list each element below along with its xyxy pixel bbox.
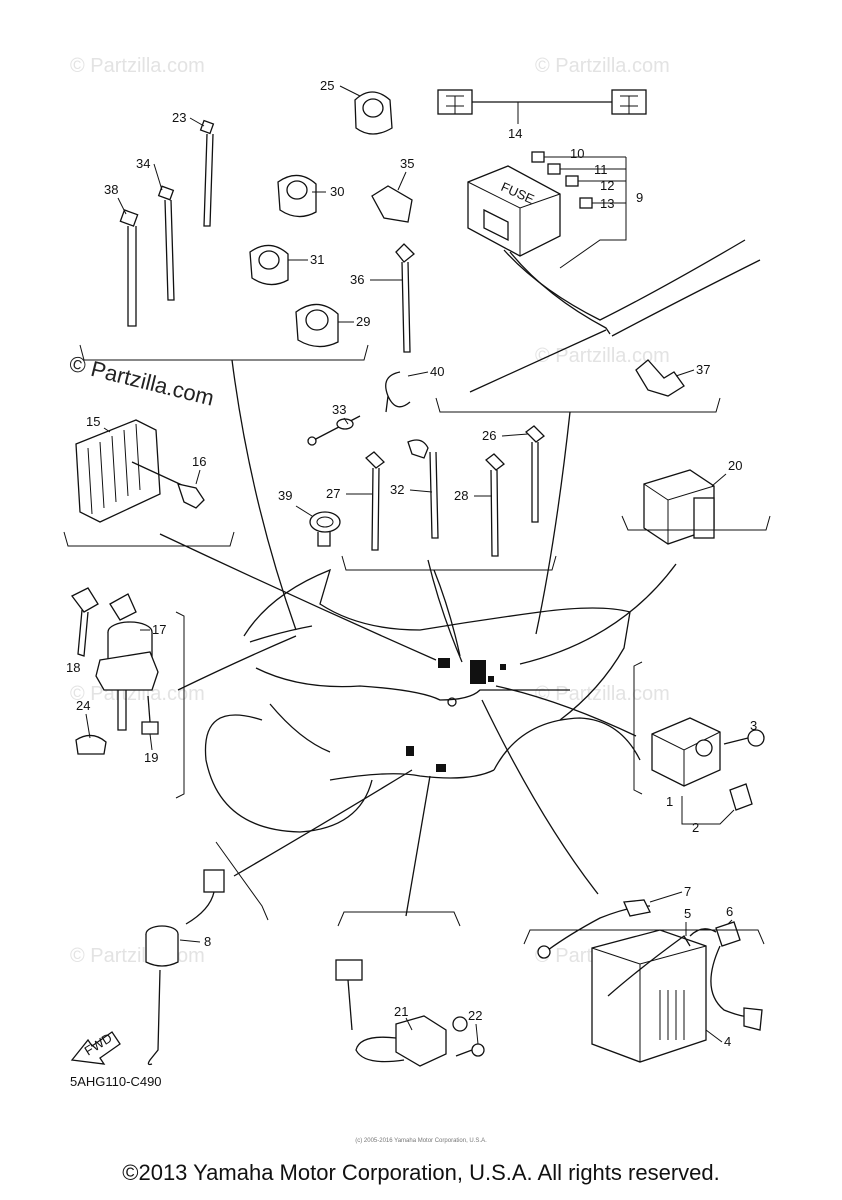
- cable-tie-23[interactable]: [199, 119, 215, 227]
- callout-26: 26: [482, 428, 496, 443]
- callout-33: 33: [332, 402, 346, 417]
- battery-lead-6[interactable]: [689, 921, 763, 1031]
- bolt-3[interactable]: [723, 729, 765, 747]
- callout-16: 16: [192, 454, 206, 469]
- fwd-arrow: FWD: [70, 1030, 121, 1065]
- callout-11: 11: [594, 162, 608, 177]
- clip-24[interactable]: [75, 734, 107, 755]
- copyright-notice: ©2013 Yamaha Motor Corporation, U.S.A. A…: [122, 1160, 720, 1185]
- fuse-box[interactable]: FUSE: [467, 165, 561, 257]
- callout-10: 10: [570, 146, 584, 161]
- callout-38: 38: [104, 182, 118, 197]
- key-18[interactable]: [71, 587, 99, 657]
- callout-13: 13: [600, 196, 614, 211]
- callout-37: 37: [696, 362, 710, 377]
- bolt-16[interactable]: [131, 461, 205, 509]
- callout-25: 25: [320, 78, 334, 93]
- starter-relay-21[interactable]: [355, 1015, 468, 1067]
- cap-2[interactable]: [729, 783, 753, 811]
- wire-clip-40[interactable]: [385, 371, 411, 413]
- watermark-group: © Partzilla.com © Partzilla.com © Partzi…: [67, 55, 670, 967]
- battery-lead-7[interactable]: [537, 899, 651, 959]
- cable-tie-38[interactable]: [119, 209, 139, 327]
- watermark: © Partzilla.com: [535, 345, 670, 367]
- clamp-31[interactable]: [249, 244, 289, 286]
- callout-22: 22: [468, 1008, 482, 1023]
- battery-4[interactable]: [591, 929, 707, 1063]
- callout-20: 20: [728, 458, 742, 473]
- callout-23: 23: [172, 110, 186, 125]
- callout-14: 14: [508, 126, 522, 141]
- cable-tie-34[interactable]: [157, 185, 175, 301]
- clip-37[interactable]: [635, 359, 685, 397]
- callout-28: 28: [454, 488, 468, 503]
- callout-9: 9: [636, 190, 643, 205]
- bolt-19[interactable]: [141, 695, 159, 735]
- callout-27: 27: [326, 486, 340, 501]
- callout-17: 17: [152, 622, 166, 637]
- callout-31: 31: [310, 252, 324, 267]
- callout-2: 2: [692, 820, 699, 835]
- callout-21: 21: [394, 1004, 408, 1019]
- watermark: © Partzilla.com: [535, 683, 670, 705]
- callout-1: 1: [666, 794, 673, 809]
- callout-29: 29: [356, 314, 370, 329]
- watermark: © Partzilla.com: [70, 55, 205, 77]
- callout-18: 18: [66, 660, 80, 675]
- connector-right[interactable]: [611, 89, 647, 115]
- callout-3: 3: [750, 718, 757, 733]
- callout-35: 35: [400, 156, 414, 171]
- wire-harness: [503, 239, 746, 321]
- relay-20[interactable]: [643, 469, 715, 545]
- callout-34: 34: [136, 156, 150, 171]
- bolt-22[interactable]: [455, 1043, 485, 1057]
- callout-4: 4: [724, 1034, 731, 1049]
- callout-7: 7: [684, 884, 691, 899]
- cable-tie-26[interactable]: [525, 425, 545, 523]
- clamp-30[interactable]: [277, 174, 317, 218]
- key-18b[interactable]: [109, 593, 137, 621]
- watermark: © Partzilla.com: [70, 945, 205, 967]
- clip-35[interactable]: [371, 185, 413, 223]
- motorcycle-outline: [204, 568, 641, 833]
- main-switch-17[interactable]: [95, 621, 159, 731]
- callout-40: 40: [430, 364, 444, 379]
- bracket-line: [79, 344, 369, 361]
- callout-19: 19: [144, 750, 158, 765]
- sensor-33[interactable]: [307, 415, 361, 446]
- fuses[interactable]: [531, 151, 593, 209]
- neutral-switch-8[interactable]: [145, 869, 225, 1066]
- watermark: © Partzilla.com: [535, 55, 670, 77]
- rectifier-regulator-15[interactable]: [75, 419, 161, 523]
- callout-6: 6: [726, 904, 733, 919]
- cable-tie-27[interactable]: [365, 451, 385, 551]
- leader-lines: [159, 359, 677, 917]
- cable-tie-36[interactable]: [395, 243, 415, 353]
- cable-tie-32[interactable]: [407, 439, 439, 539]
- clamp-39[interactable]: [309, 511, 341, 547]
- clamp-25[interactable]: [354, 91, 393, 135]
- starter-relay-1[interactable]: [651, 717, 721, 787]
- callout-32: 32: [390, 482, 404, 497]
- callout-30: 30: [330, 184, 344, 199]
- callout-36: 36: [350, 272, 364, 287]
- diagram-code: 5AHG110-C490: [70, 1074, 162, 1089]
- callouts: 25 23 34 38 30 31 29 35 36 14 10 11 12 1…: [66, 78, 757, 1049]
- callout-12: 12: [600, 178, 614, 193]
- callout-39: 39: [278, 488, 292, 503]
- connector-left[interactable]: [437, 89, 473, 115]
- small-copyright: (c) 2005-2016 Yamaha Motor Corporation, …: [355, 1138, 487, 1144]
- callout-15: 15: [86, 414, 100, 429]
- clamp-29[interactable]: [295, 303, 339, 348]
- callout-24: 24: [76, 698, 90, 713]
- callout-5: 5: [684, 906, 691, 921]
- cable-tie-28[interactable]: [485, 453, 505, 557]
- connector-21[interactable]: [335, 959, 363, 1031]
- callout-8: 8: [204, 934, 211, 949]
- battery-band-5[interactable]: [607, 935, 691, 997]
